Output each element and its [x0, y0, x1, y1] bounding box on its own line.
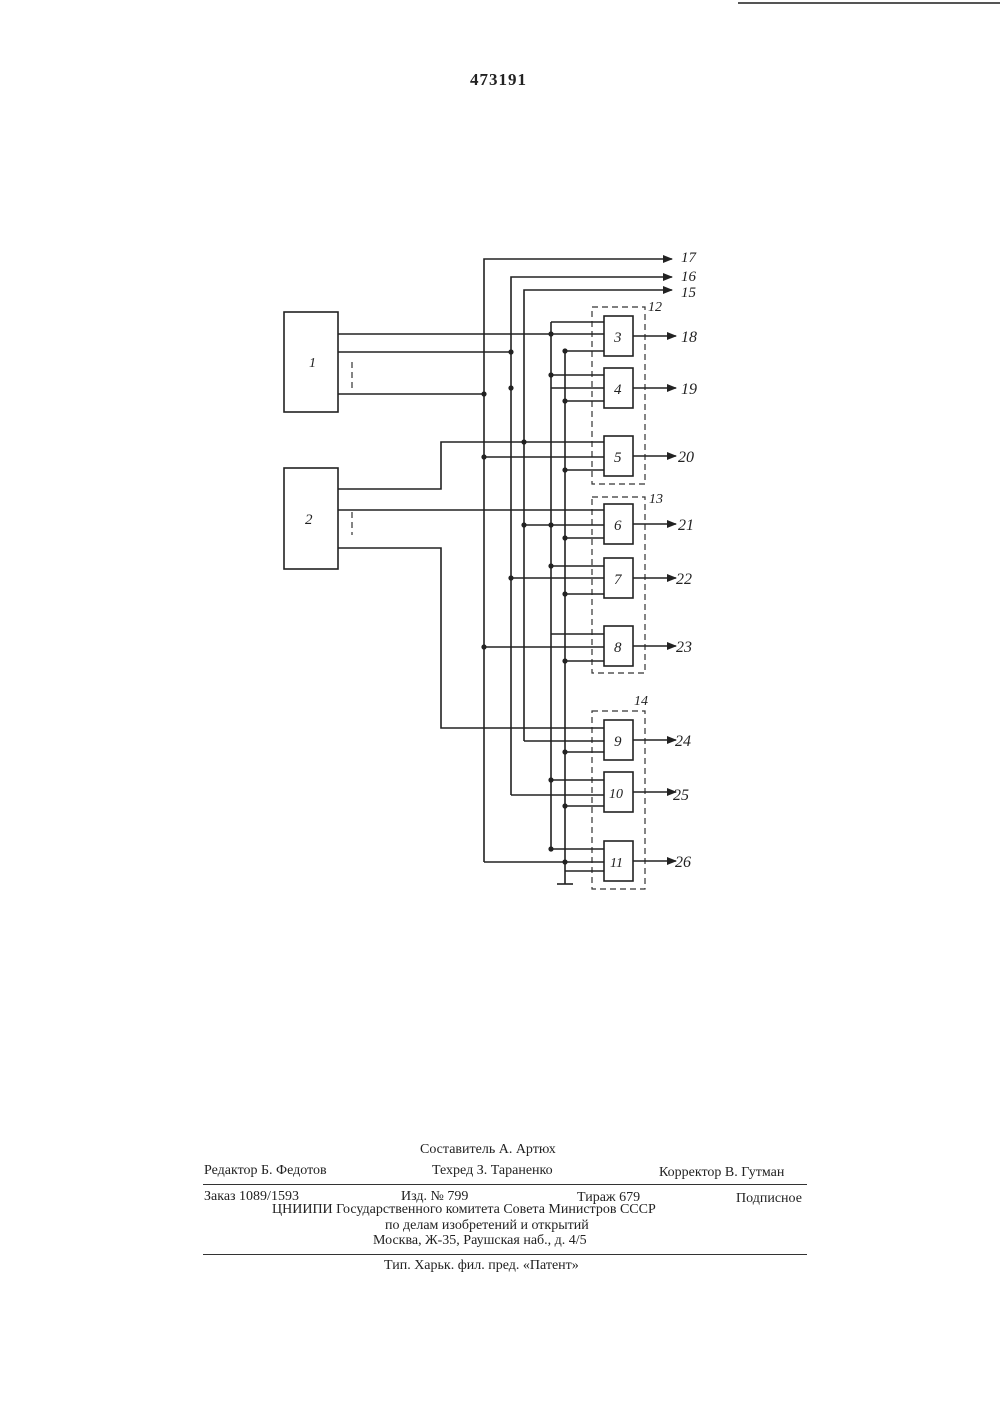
output-label-18: 18 — [681, 329, 697, 346]
footer-printer: Тип. Харьк. фил. пред. «Патент» — [384, 1258, 579, 1274]
footer-subscription: Подписное — [736, 1191, 802, 1207]
footer-editor: Редактор Б. Федотов — [204, 1163, 327, 1179]
inputs-block-4 — [551, 375, 604, 401]
output-label-24: 24 — [675, 733, 691, 750]
block-label-1: 1 — [309, 356, 316, 371]
footer-rule-top — [203, 1184, 807, 1185]
block-label-6: 6 — [614, 518, 622, 534]
output-label-26: 26 — [675, 854, 691, 871]
inputs-block-3 — [551, 322, 604, 351]
wire-2-top — [338, 442, 524, 489]
bus-line-17 — [484, 259, 672, 862]
footer-corrector: Корректор В. Гутман — [659, 1165, 784, 1181]
group-label-12: 12 — [648, 300, 662, 315]
output-label-23: 23 — [676, 639, 692, 656]
block-label-2: 2 — [305, 512, 313, 528]
footer-rule-bottom — [203, 1254, 807, 1255]
circuit-diagram: 1 2 3 4 5 6 7 8 9 10 11 12 13 14 17 16 1… — [0, 0, 1000, 1000]
footer-org-line1: ЦНИИПИ Государственного комитета Совета … — [272, 1202, 656, 1218]
inputs-block-6 — [551, 510, 604, 538]
footer-techred: Техред З. Тараненко — [432, 1163, 553, 1179]
group-label-13: 13 — [649, 492, 663, 507]
bus-label-17: 17 — [681, 250, 698, 266]
output-label-21: 21 — [678, 517, 694, 534]
output-label-22: 22 — [676, 571, 692, 588]
inputs-block-11 — [551, 849, 604, 871]
block-label-9: 9 — [614, 734, 622, 750]
footer-compiler: Составитель А. Артюх — [420, 1142, 556, 1158]
inputs-block-10 — [551, 780, 604, 806]
inputs-block-8 — [551, 634, 604, 661]
block-label-8: 8 — [614, 640, 622, 656]
bus-label-15: 15 — [681, 285, 697, 301]
footer-address: Москва, Ж-35, Раушская наб., д. 4/5 — [373, 1233, 587, 1249]
block-label-4: 4 — [614, 382, 622, 398]
inputs-block-9 — [551, 728, 604, 752]
footer-org-line2: по делам изобретений и открытий — [385, 1218, 589, 1234]
group-label-14: 14 — [634, 694, 648, 709]
block-label-10: 10 — [609, 787, 623, 802]
bus-label-16: 16 — [681, 269, 697, 285]
output-label-20: 20 — [678, 449, 694, 466]
block-label-11: 11 — [610, 856, 623, 871]
inputs-block-7 — [551, 566, 604, 594]
block-label-3: 3 — [613, 330, 622, 346]
output-label-19: 19 — [681, 381, 697, 398]
wire-2-bot — [338, 548, 551, 728]
block-label-5: 5 — [614, 450, 622, 466]
output-label-25: 25 — [673, 787, 689, 804]
